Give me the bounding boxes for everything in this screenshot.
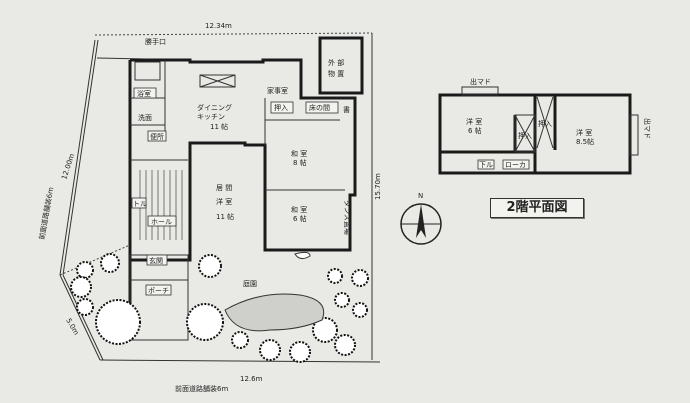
living-label-2: 洋 室 (216, 197, 232, 206)
washitsu8-size: 8 帖 (293, 158, 307, 167)
bay-window-right-label: 出マド (643, 118, 652, 139)
road-bottom-label: 前面道路舗装6m (175, 384, 228, 393)
corridor-label: ローカ (505, 161, 526, 169)
closet1-label: 押入 (518, 131, 532, 140)
site-boundary (59, 32, 381, 363)
wardrobe-label: タンス置場 (343, 200, 352, 235)
room2-size: 8.5帖 (576, 137, 594, 146)
washitsu8-label: 和 室 (291, 149, 307, 158)
dim-bottom: 12.6m (240, 375, 263, 383)
tokonoma-label: 床の間 (309, 103, 330, 112)
hall-label: ホール (151, 218, 172, 226)
back-door-label: 勝手口 (145, 37, 166, 46)
utility-room-label: 家事室 (267, 86, 288, 95)
second-floor-plan-title: 2階平面図 (490, 198, 584, 218)
dim-left-bottom: 5.0m (64, 317, 80, 337)
storage-label-2: 物 置 (328, 69, 344, 78)
dim-top: 12.34m (205, 22, 232, 30)
downstairs-label: 下ル (479, 161, 493, 169)
dim-left: 12.00m (60, 152, 76, 180)
living-size: 11 帖 (216, 212, 234, 221)
road-left-label: 前面道路舗装6m (37, 186, 55, 240)
bath-label: 浴室 (137, 89, 151, 98)
room1-label: 洋 室 (466, 117, 482, 126)
house-walls-2f (438, 86, 639, 175)
entrance-label: 玄関 (149, 256, 163, 265)
closet2-label: 押入 (538, 119, 552, 128)
dining-label-1: ダイニング (197, 103, 232, 112)
washitsu6-label: 和 室 (291, 205, 307, 214)
dim-right: 15.70m (374, 173, 382, 200)
dining-size: 11 帖 (210, 122, 228, 131)
bay-window-top-label: 出マド (470, 77, 491, 86)
room2-label: 洋 室 (576, 128, 592, 137)
outdoor-storage (318, 36, 364, 95)
north-label: N (418, 192, 423, 200)
washroom-label: 洗面 (138, 113, 152, 122)
closet-label: 押入 (274, 103, 288, 112)
garden-pond (224, 293, 325, 332)
toilet-label: 便所 (150, 132, 164, 141)
dining-label-2: キッチン (197, 113, 225, 121)
small-room-label: トル (133, 200, 147, 208)
garden-label: 庭園 (243, 279, 257, 288)
house-walls-1f (128, 58, 357, 341)
shoin-label: 書 (343, 105, 350, 114)
garden-trees (70, 253, 369, 363)
north-compass (400, 203, 442, 245)
washitsu6-size: 6 帖 (293, 214, 307, 223)
room1-size: 6 帖 (468, 126, 482, 135)
storage-label-1: 外 部 (328, 58, 344, 67)
living-label-1: 居 間 (216, 184, 232, 192)
porch-label: ポーチ (148, 287, 169, 295)
